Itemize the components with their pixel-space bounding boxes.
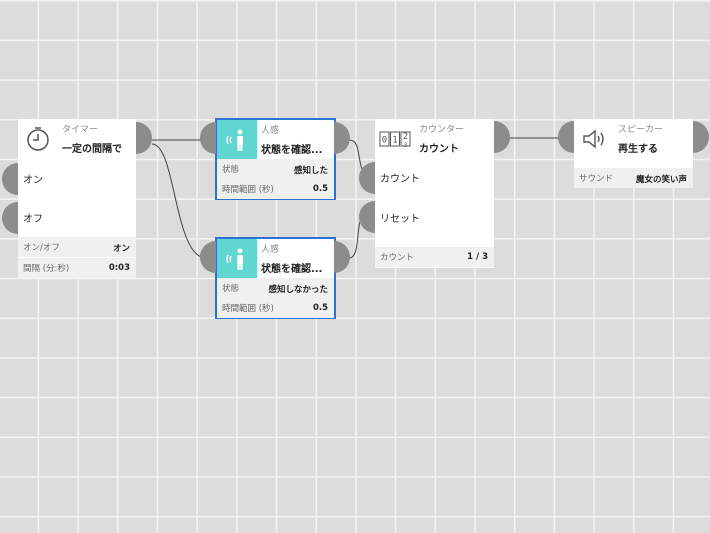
motion2-output-port[interactable] xyxy=(334,241,350,273)
prop-value: 1 / 3 xyxy=(467,252,488,262)
speaker-node-header: スピーカー 再生する xyxy=(574,119,693,158)
node-title: 再生する xyxy=(618,144,658,155)
prop-key: 時間範囲 (秒) xyxy=(222,304,274,314)
prop-value: 感知した xyxy=(293,166,328,176)
speaker-node[interactable]: スピーカー 再生する サウンド 魔女の笑い声 xyxy=(574,119,693,188)
node-category: スピーカー xyxy=(618,125,664,135)
speaker-icon xyxy=(574,119,614,158)
motion-sensor-icon xyxy=(217,239,257,278)
svg-text:3: 3 xyxy=(404,142,408,149)
prop-value: 感知しなかった xyxy=(268,285,328,295)
motion-sensor-icon xyxy=(217,120,257,159)
input-port-count[interactable]: カウント xyxy=(380,174,420,185)
motion-node-header: 人感 状態を確認... xyxy=(217,239,334,278)
node-category: 人感 xyxy=(261,126,280,136)
speaker-output-port[interactable] xyxy=(693,121,709,153)
prop-value: 0.5 xyxy=(312,184,328,194)
prop-time-range[interactable]: 時間範囲 (秒) 0.5 xyxy=(217,298,334,318)
prop-key: オン/オフ xyxy=(23,243,60,253)
prop-key: 状態 xyxy=(222,284,240,294)
svg-text:2: 2 xyxy=(403,132,408,142)
prop-time-range[interactable]: 時間範囲 (秒) 0.5 xyxy=(217,179,334,199)
prop-value: オン xyxy=(112,244,130,254)
prop-count[interactable]: カウント 1 / 3 xyxy=(375,247,494,267)
motion2-input-port[interactable] xyxy=(200,241,216,273)
motion-sensor-node-2[interactable]: 人感 状態を確認... 状態 感知しなかった 時間範囲 (秒) 0.5 xyxy=(215,237,336,319)
motion-sensor-node-1[interactable]: 人感 状態を確認... 状態 感知した 時間範囲 (秒) 0.5 xyxy=(215,118,336,200)
prop-key: サウンド xyxy=(579,174,614,184)
clock-icon xyxy=(18,119,58,158)
node-category: 人感 xyxy=(261,245,280,255)
node-title: 状態を確認... xyxy=(261,264,323,275)
motion-node-header: 人感 状態を確認... xyxy=(217,120,334,159)
timer-node[interactable]: タイマー 一定の間隔で オン オフ オン/オフ オン 間隔 (分:秒) 0:03 xyxy=(18,119,136,278)
node-category: カウンター xyxy=(419,125,465,135)
counter-input-port-count[interactable] xyxy=(359,162,375,194)
counter-input-port-reset[interactable] xyxy=(359,201,375,233)
prop-value: 魔女の笑い声 xyxy=(635,175,687,185)
prop-state[interactable]: 状態 感知しなかった xyxy=(217,278,334,298)
motion1-input-port[interactable] xyxy=(200,122,216,154)
motion1-output-port[interactable] xyxy=(334,122,350,154)
timer-input-port-off[interactable] xyxy=(2,202,18,234)
timer-input-port-on[interactable] xyxy=(2,163,18,195)
prop-sound[interactable]: サウンド 魔女の笑い声 xyxy=(574,168,693,188)
counter-output-port[interactable] xyxy=(494,121,510,153)
svg-text:0: 0 xyxy=(382,135,387,145)
timer-output-port[interactable] xyxy=(136,122,152,154)
prop-key: 間隔 (分:秒) xyxy=(23,264,70,274)
wire-timer-motion2 xyxy=(151,143,207,259)
node-title: カウント xyxy=(419,144,459,155)
timer-node-header: タイマー 一定の間隔で xyxy=(18,119,136,158)
prop-value: 0.5 xyxy=(312,303,328,313)
node-title: 一定の間隔で xyxy=(62,144,122,155)
prop-key: カウント xyxy=(380,253,415,263)
speaker-input-port[interactable] xyxy=(558,121,574,153)
node-category: タイマー xyxy=(62,125,99,135)
input-port-reset[interactable]: リセット xyxy=(380,214,420,225)
input-port-off[interactable]: オフ xyxy=(23,214,43,225)
node-title: 状態を確認... xyxy=(261,145,323,156)
prop-on-off[interactable]: オン/オフ オン xyxy=(18,237,136,257)
prop-state[interactable]: 状態 感知した xyxy=(217,159,334,179)
prop-key: 状態 xyxy=(222,165,240,175)
prop-key: 時間範囲 (秒) xyxy=(222,185,274,195)
prop-interval[interactable]: 間隔 (分:秒) 0:03 xyxy=(18,258,136,278)
input-port-on[interactable]: オン xyxy=(23,175,43,186)
svg-text:1: 1 xyxy=(392,135,397,145)
prop-value: 0:03 xyxy=(108,263,130,273)
